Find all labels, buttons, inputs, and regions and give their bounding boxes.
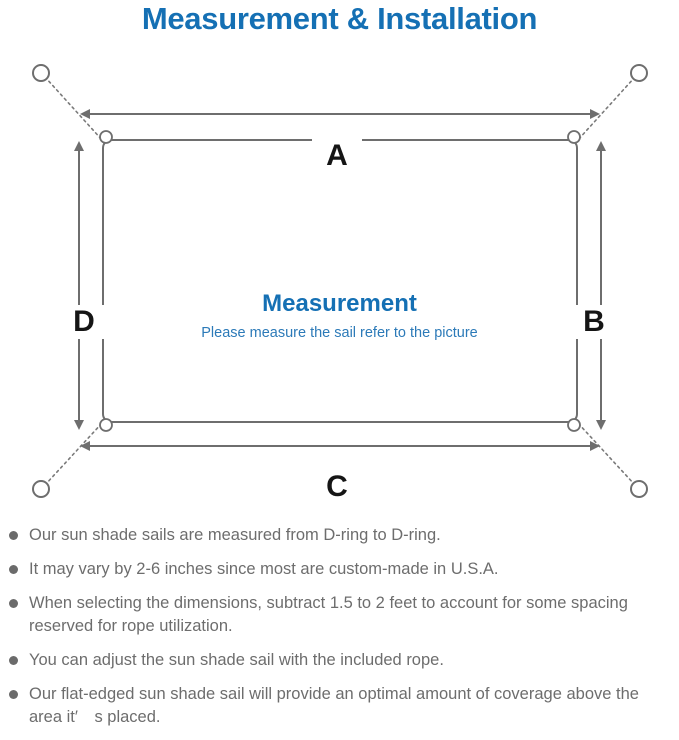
note-text: You can adjust the sun shade sail with t… <box>29 651 444 669</box>
rope-bottom-right <box>576 421 636 486</box>
sail-label: Measurement <box>262 290 417 317</box>
bullet-icon <box>9 531 18 540</box>
d-ring-bottom-right <box>567 418 581 432</box>
note-text: Our flat-edged sun shade sail will provi… <box>29 685 639 726</box>
rope-top-right <box>576 76 636 142</box>
d-ring-top-left <box>99 130 113 144</box>
anchor-ring-top-right <box>630 64 648 82</box>
shade-sail-body <box>102 139 578 423</box>
anchor-rings <box>32 64 648 498</box>
note-text: When selecting the dimensions, subtract … <box>29 594 628 635</box>
list-item: When selecting the dimensions, subtract … <box>0 592 679 638</box>
note-text: Our sun shade sails are measured from D-… <box>29 526 441 544</box>
sail-sublabel: Please measure the sail refer to the pic… <box>201 325 478 341</box>
dimension-lines <box>74 109 606 451</box>
d-rings <box>99 130 581 432</box>
bullet-icon <box>9 656 18 665</box>
anchor-ring-bottom-right <box>630 480 648 498</box>
bullet-icon <box>9 690 18 699</box>
rope-lines <box>44 76 636 486</box>
bullet-icon <box>9 599 18 608</box>
list-item: It may vary by 2-6 inches since most are… <box>0 558 679 581</box>
diagram-svg <box>32 64 648 498</box>
anchor-ring-top-left <box>32 64 50 82</box>
d-ring-bottom-left <box>99 418 113 432</box>
list-item: Our sun shade sails are measured from D-… <box>0 524 679 547</box>
dimension-label-c: C <box>312 470 362 504</box>
dimension-label-a: A <box>312 139 362 173</box>
bullet-icon <box>9 565 18 574</box>
d-ring-top-right <box>567 130 581 144</box>
rope-bottom-left <box>44 421 104 486</box>
anchor-ring-bottom-left <box>32 480 50 498</box>
dimension-label-b: B <box>572 305 616 339</box>
measurement-diagram: Measurement Please measure the sail refe… <box>0 46 679 516</box>
dimension-label-d: D <box>62 305 106 339</box>
page-title: Measurement & Installation <box>141 1 538 36</box>
notes-list: Our sun shade sails are measured from D-… <box>0 524 679 740</box>
list-item: Our flat-edged sun shade sail will provi… <box>0 683 679 729</box>
note-text: It may vary by 2-6 inches since most are… <box>29 560 499 578</box>
rope-top-left <box>44 76 104 142</box>
list-item: You can adjust the sun shade sail with t… <box>0 649 679 672</box>
